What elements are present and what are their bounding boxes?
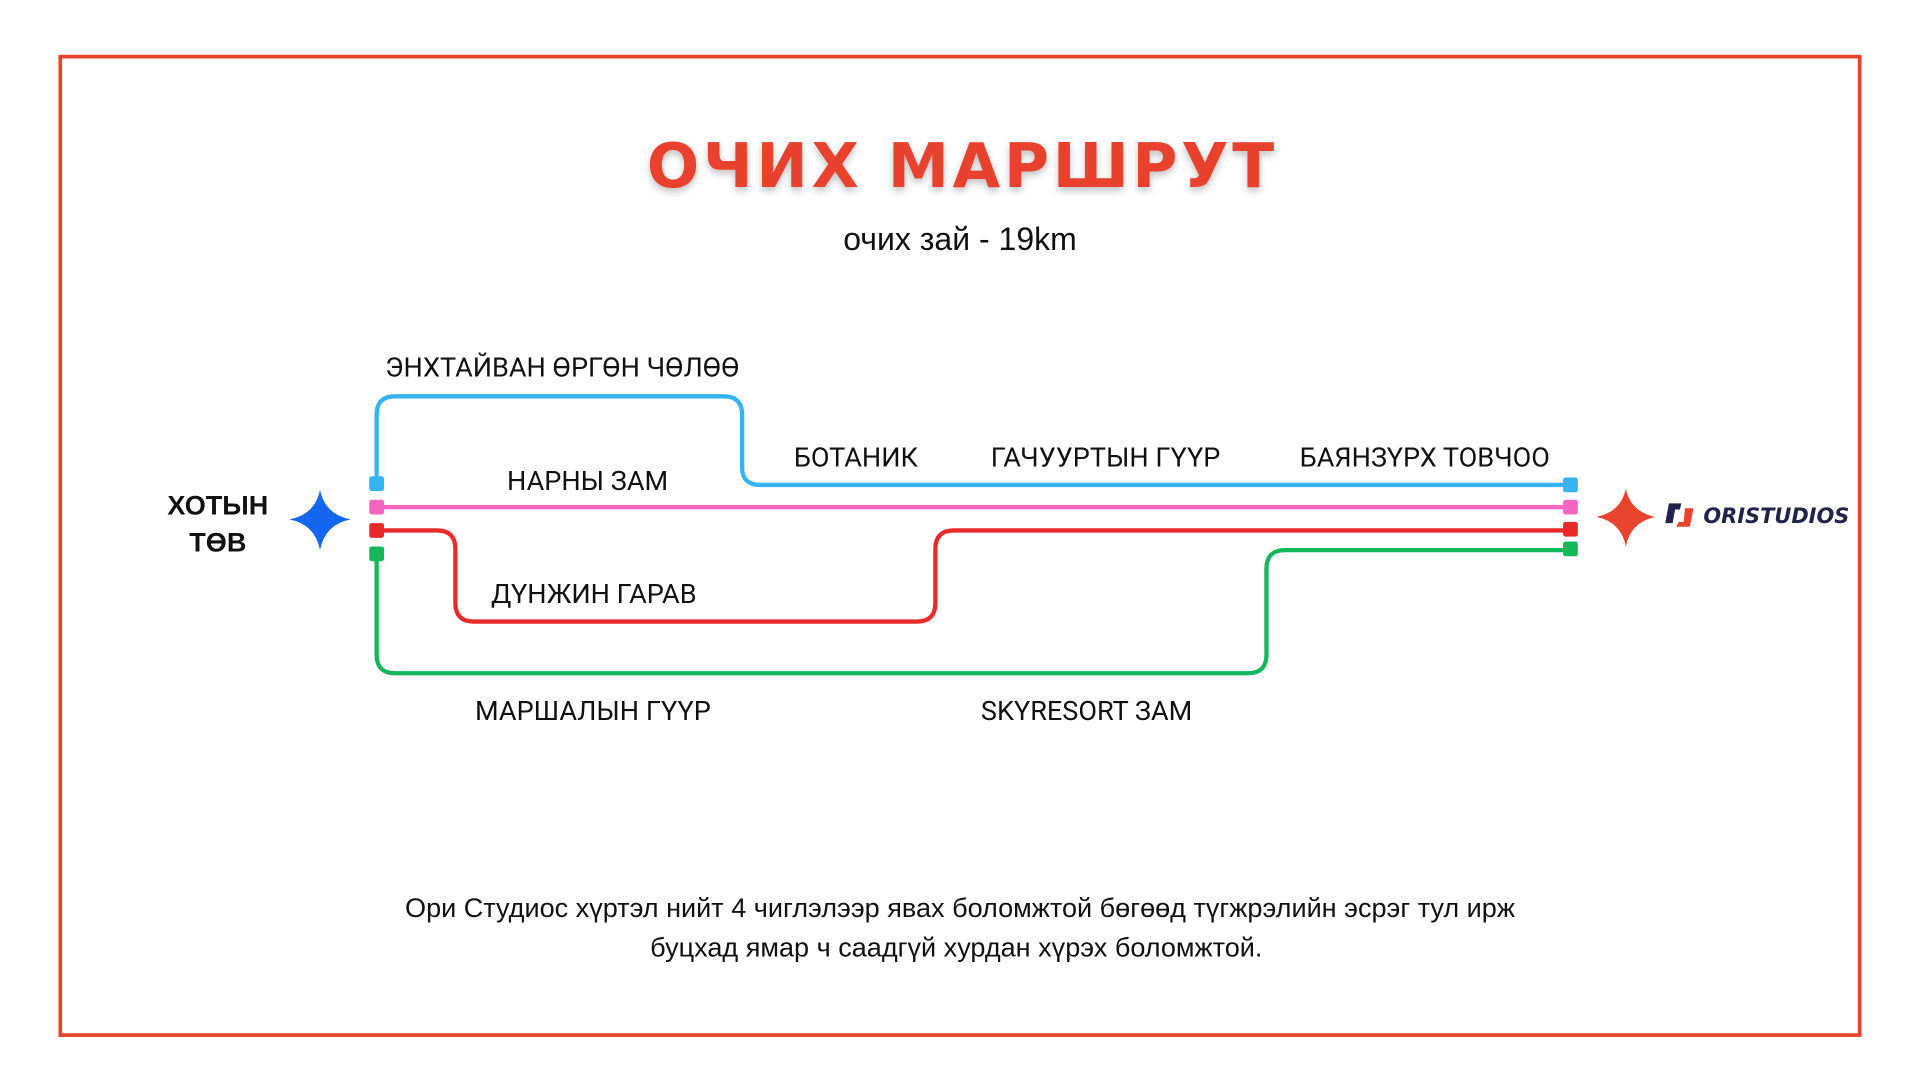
route-green <box>374 548 1571 676</box>
route-label: МАРШАЛЫН ГҮҮР <box>475 695 711 727</box>
logo-text: ORISTUDIOS <box>1703 504 1849 528</box>
frame-border <box>58 54 1862 1037</box>
pink-start-marker <box>369 499 384 515</box>
origin-label-line1: ХОТЫН <box>167 489 268 520</box>
green-start-marker <box>369 546 384 562</box>
destination-star-icon <box>1596 488 1656 547</box>
description-line2: буцхад ямар ч саадгүй хурдан хүрэх болом… <box>650 931 1262 962</box>
origin-label-line2: ТӨВ <box>189 526 246 557</box>
route-label: SKYRESORT ЗАМ <box>981 695 1192 727</box>
route-label: НАРНЫ ЗАМ <box>507 465 668 497</box>
route-blue <box>374 394 1571 488</box>
route-label: БАЯНЗҮРХ ТОВЧОО <box>1300 441 1550 473</box>
red-start-marker <box>369 523 384 538</box>
route-label: ГАЧУУРТЫН ГҮҮР <box>991 441 1221 473</box>
oristudios-logo-icon <box>1665 503 1694 527</box>
distance-subtitle: очих зай - 19km <box>843 221 1077 257</box>
pink-end-marker <box>1563 499 1578 515</box>
page-title: ОЧИХ МАРШРУТ <box>647 130 1278 202</box>
route-label: ДҮНЖИН ГАРАВ <box>491 578 696 610</box>
route-label: ЭНХТАЙВАН ӨРГӨН ЧӨЛӨӨ <box>385 352 739 384</box>
green-end-marker <box>1563 541 1578 557</box>
blue-end-marker <box>1563 477 1578 493</box>
red-end-marker <box>1563 521 1578 537</box>
blue-start-marker <box>369 476 384 492</box>
description-line1: Ори Студиос хүртэл нийт 4 чиглэлээр явах… <box>405 892 1516 923</box>
route-label: БОТАНИК <box>794 441 919 473</box>
origin-star-icon <box>289 489 351 551</box>
route-red <box>376 528 1571 624</box>
